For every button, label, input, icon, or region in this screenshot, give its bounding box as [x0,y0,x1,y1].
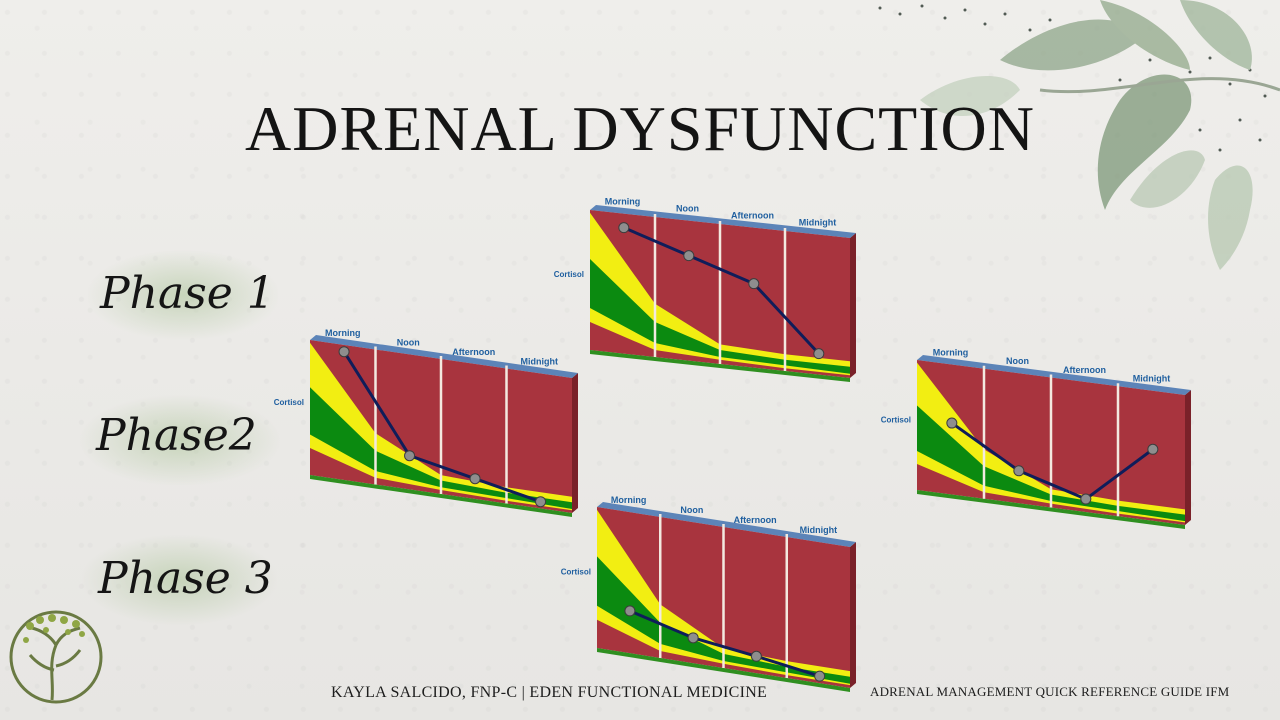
data-point [1013,465,1025,477]
data-point [1080,493,1092,505]
category-label: Afternoon [734,515,777,525]
data-point [750,650,762,662]
data-point [618,222,630,234]
footer-guide: ADRENAL MANAGEMENT QUICK REFERENCE GUIDE… [870,684,1230,699]
cortisol-line [623,226,820,355]
category-label: Morning [611,495,647,505]
y-axis-label: Cortisol [881,415,911,424]
panel-side [1185,390,1191,525]
category-label: Afternoon [1063,365,1106,375]
data-point [813,348,825,360]
data-point [814,670,826,682]
data-point [469,473,481,485]
panel-bottom [917,490,1185,529]
phase-3-highlight [82,535,277,625]
category-label: Morning [933,347,969,357]
cortisol-line [629,609,821,678]
data-point [683,250,695,262]
category-label: Noon [680,505,703,515]
category-label: Noon [676,204,699,214]
category-label: Noon [1006,356,1029,366]
cortisol-line [342,350,542,504]
panel-top [310,335,578,378]
panel-bottom [597,648,850,692]
panel-side [572,373,578,513]
data-point [946,417,958,429]
category-label: Afternoon [452,347,495,357]
cortisol-line [950,421,1154,501]
panel-top [590,205,856,238]
data-point [404,450,416,462]
footer-author: KAYLA SALCIDO, FNP-C | EDEN FUNCTIONAL M… [331,684,768,701]
data-point [338,346,350,358]
category-label: Midnight [1133,374,1171,384]
panel-bottom [590,350,850,382]
panel-top [597,502,856,547]
phase-1-highlight [88,250,278,340]
phase-3-label: Phase 3 [98,553,273,604]
y-axis-label: Cortisol [554,270,584,279]
category-label: Midnight [800,525,838,535]
data-point [535,496,547,508]
panel-bottom [310,475,572,517]
category-label: Midnight [799,218,837,228]
phase-2-highlight [80,395,280,485]
y-axis-label: Cortisol [561,568,591,577]
panel-side [850,233,856,378]
panel-top [917,355,1191,395]
category-label: Midnight [521,356,559,366]
data-point [1147,443,1159,455]
data-point [748,278,760,290]
page-title: ADRENAL DYSFUNCTION [245,93,1035,164]
data-point [687,632,699,644]
category-label: Morning [605,197,641,207]
phase-1-label: Phase 1 [100,268,275,319]
y-axis-label: Cortisol [274,398,304,407]
panel-side [850,542,856,688]
phase-2-label: Phase2 [96,410,257,461]
data-point [624,605,636,617]
category-label: Noon [397,337,420,347]
category-label: Afternoon [731,211,774,221]
category-label: Morning [325,328,361,338]
